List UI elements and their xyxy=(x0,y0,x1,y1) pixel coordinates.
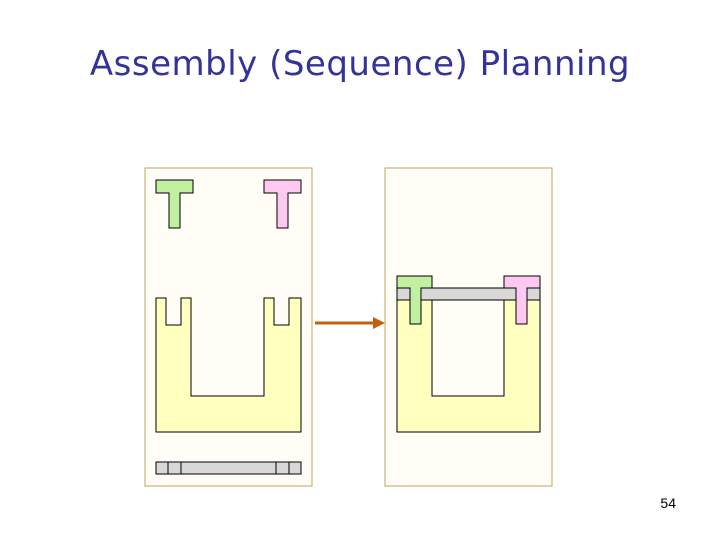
assembled-cross-bar xyxy=(396,287,541,301)
u-base-part xyxy=(155,297,302,433)
t-part-pink xyxy=(263,179,302,229)
assembly-arrow xyxy=(315,317,385,329)
unassembled-panel xyxy=(144,167,313,487)
assembled-panel xyxy=(384,167,553,487)
slide-title: Assembly (Sequence) Planning xyxy=(89,44,631,84)
slide-number: 54 xyxy=(660,495,676,511)
cross-bar-part xyxy=(155,461,302,475)
t-part-green xyxy=(155,179,194,229)
